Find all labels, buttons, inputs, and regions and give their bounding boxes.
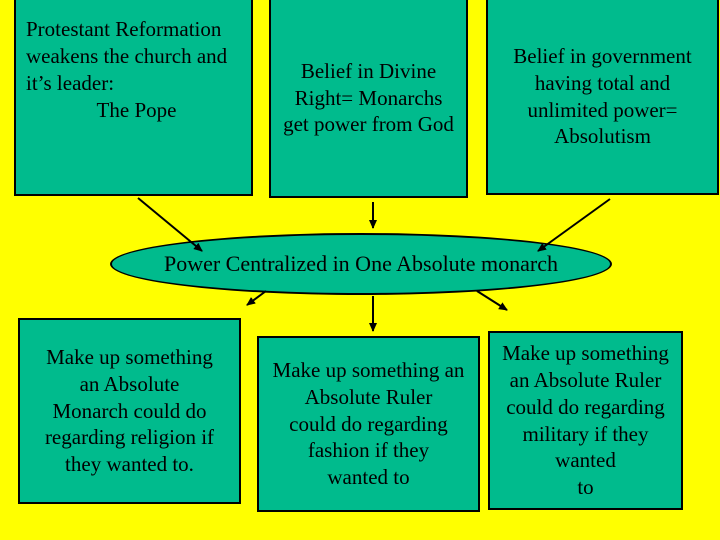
box-fashion-prompt-text: Make up something an Absolute Ruler coul…: [272, 357, 465, 490]
connector-arrow-5: [476, 290, 508, 311]
box-protestant-reformation-subtext: The Pope: [96, 97, 177, 122]
box-religion-prompt-text: Make up something an Absolute Monarch co…: [44, 344, 215, 477]
ellipse-power-centralized-text: Power Centralized in One Absolute monarc…: [163, 251, 559, 276]
ellipse-power-centralized: Power Centralized in One Absolute monarc…: [110, 233, 612, 295]
box-absolutism-text: Belief in government having total and un…: [513, 43, 692, 149]
box-divine-right-text: Belief in Divine Right= Monarchs get pow…: [283, 58, 454, 137]
box-military-prompt-text: Make up something an Absolute Ruler coul…: [502, 340, 669, 500]
box-fashion-prompt: Make up something an Absolute Ruler coul…: [257, 336, 480, 512]
box-protestant-reformation: Protestant Reformation weakens the churc…: [14, 0, 253, 196]
connector-arrow-3: [246, 290, 267, 306]
box-protestant-reformation-text: Protestant Reformation weakens the churc…: [26, 17, 228, 95]
box-military-prompt: Make up something an Absolute Ruler coul…: [488, 331, 683, 510]
box-divine-right: Belief in Divine Right= Monarchs get pow…: [269, 0, 468, 198]
box-absolutism: Belief in government having total and un…: [486, 0, 719, 195]
box-religion-prompt: Make up something an Absolute Monarch co…: [18, 318, 241, 504]
